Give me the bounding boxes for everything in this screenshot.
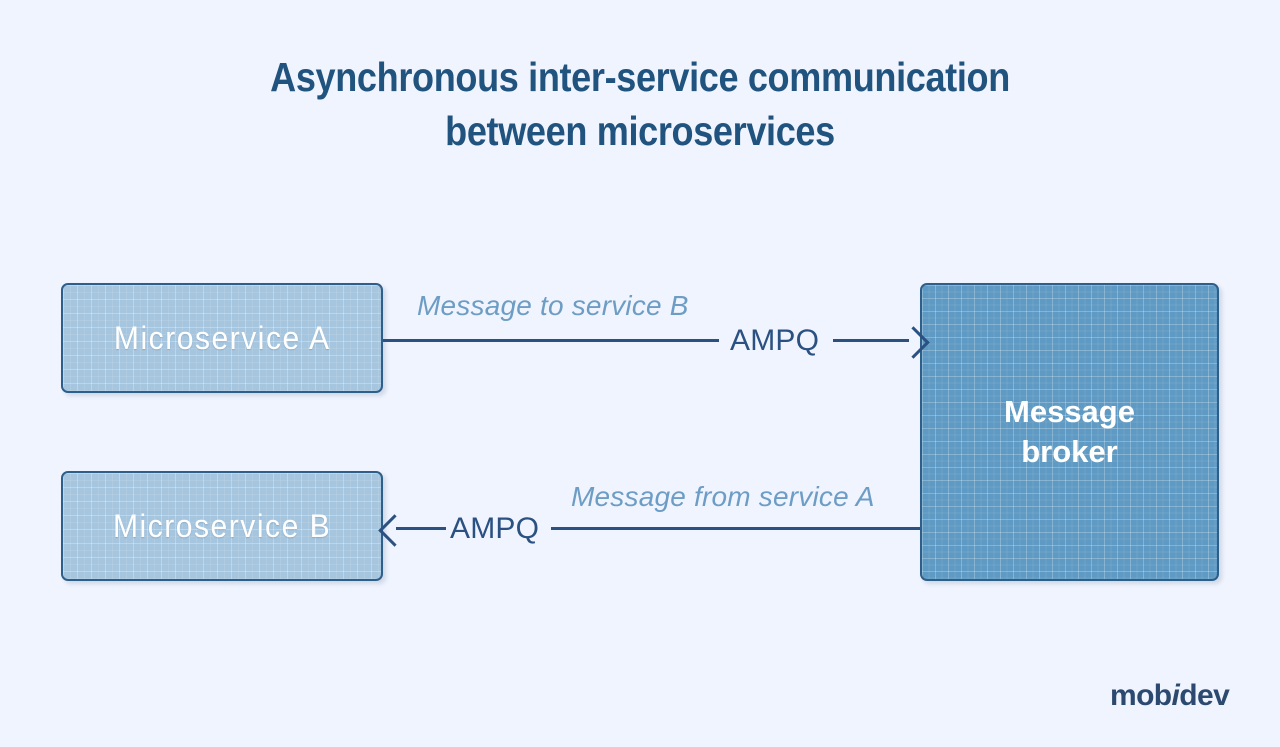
connector-line-a-to-broker-left: [383, 339, 719, 342]
connector-line-a-to-broker-right: [833, 339, 909, 342]
mobidev-logo: mobidev: [1110, 679, 1230, 713]
logo-part-2: dev: [1179, 679, 1230, 712]
node-microservice-a: Microservice A: [61, 283, 383, 393]
node-microservice-b: Microservice B: [61, 471, 383, 581]
connector-line-broker-to-b-right: [551, 527, 920, 530]
logo-part-1: mob: [1110, 679, 1172, 712]
connector-protocol-label-top: AMPQ: [730, 324, 820, 357]
page-title: Asynchronous inter-service communication…: [270, 54, 1010, 154]
connector-protocol-label-bottom: AMPQ: [450, 512, 540, 545]
node-label-microservice-a: Microservice A: [113, 319, 331, 356]
connector-message-label-bottom: Message from service A: [571, 481, 875, 512]
node-label-message-broker: Message broker: [1004, 394, 1135, 469]
connector-message-label-top: Message to service B: [417, 290, 689, 321]
node-label-microservice-b: Microservice B: [112, 507, 332, 544]
node-message-broker: Message broker: [920, 283, 1219, 581]
connector-line-broker-to-b-left: [396, 527, 446, 530]
logo-part-italic-i: i: [1171, 679, 1180, 712]
arrowhead-left-icon: [378, 514, 411, 547]
